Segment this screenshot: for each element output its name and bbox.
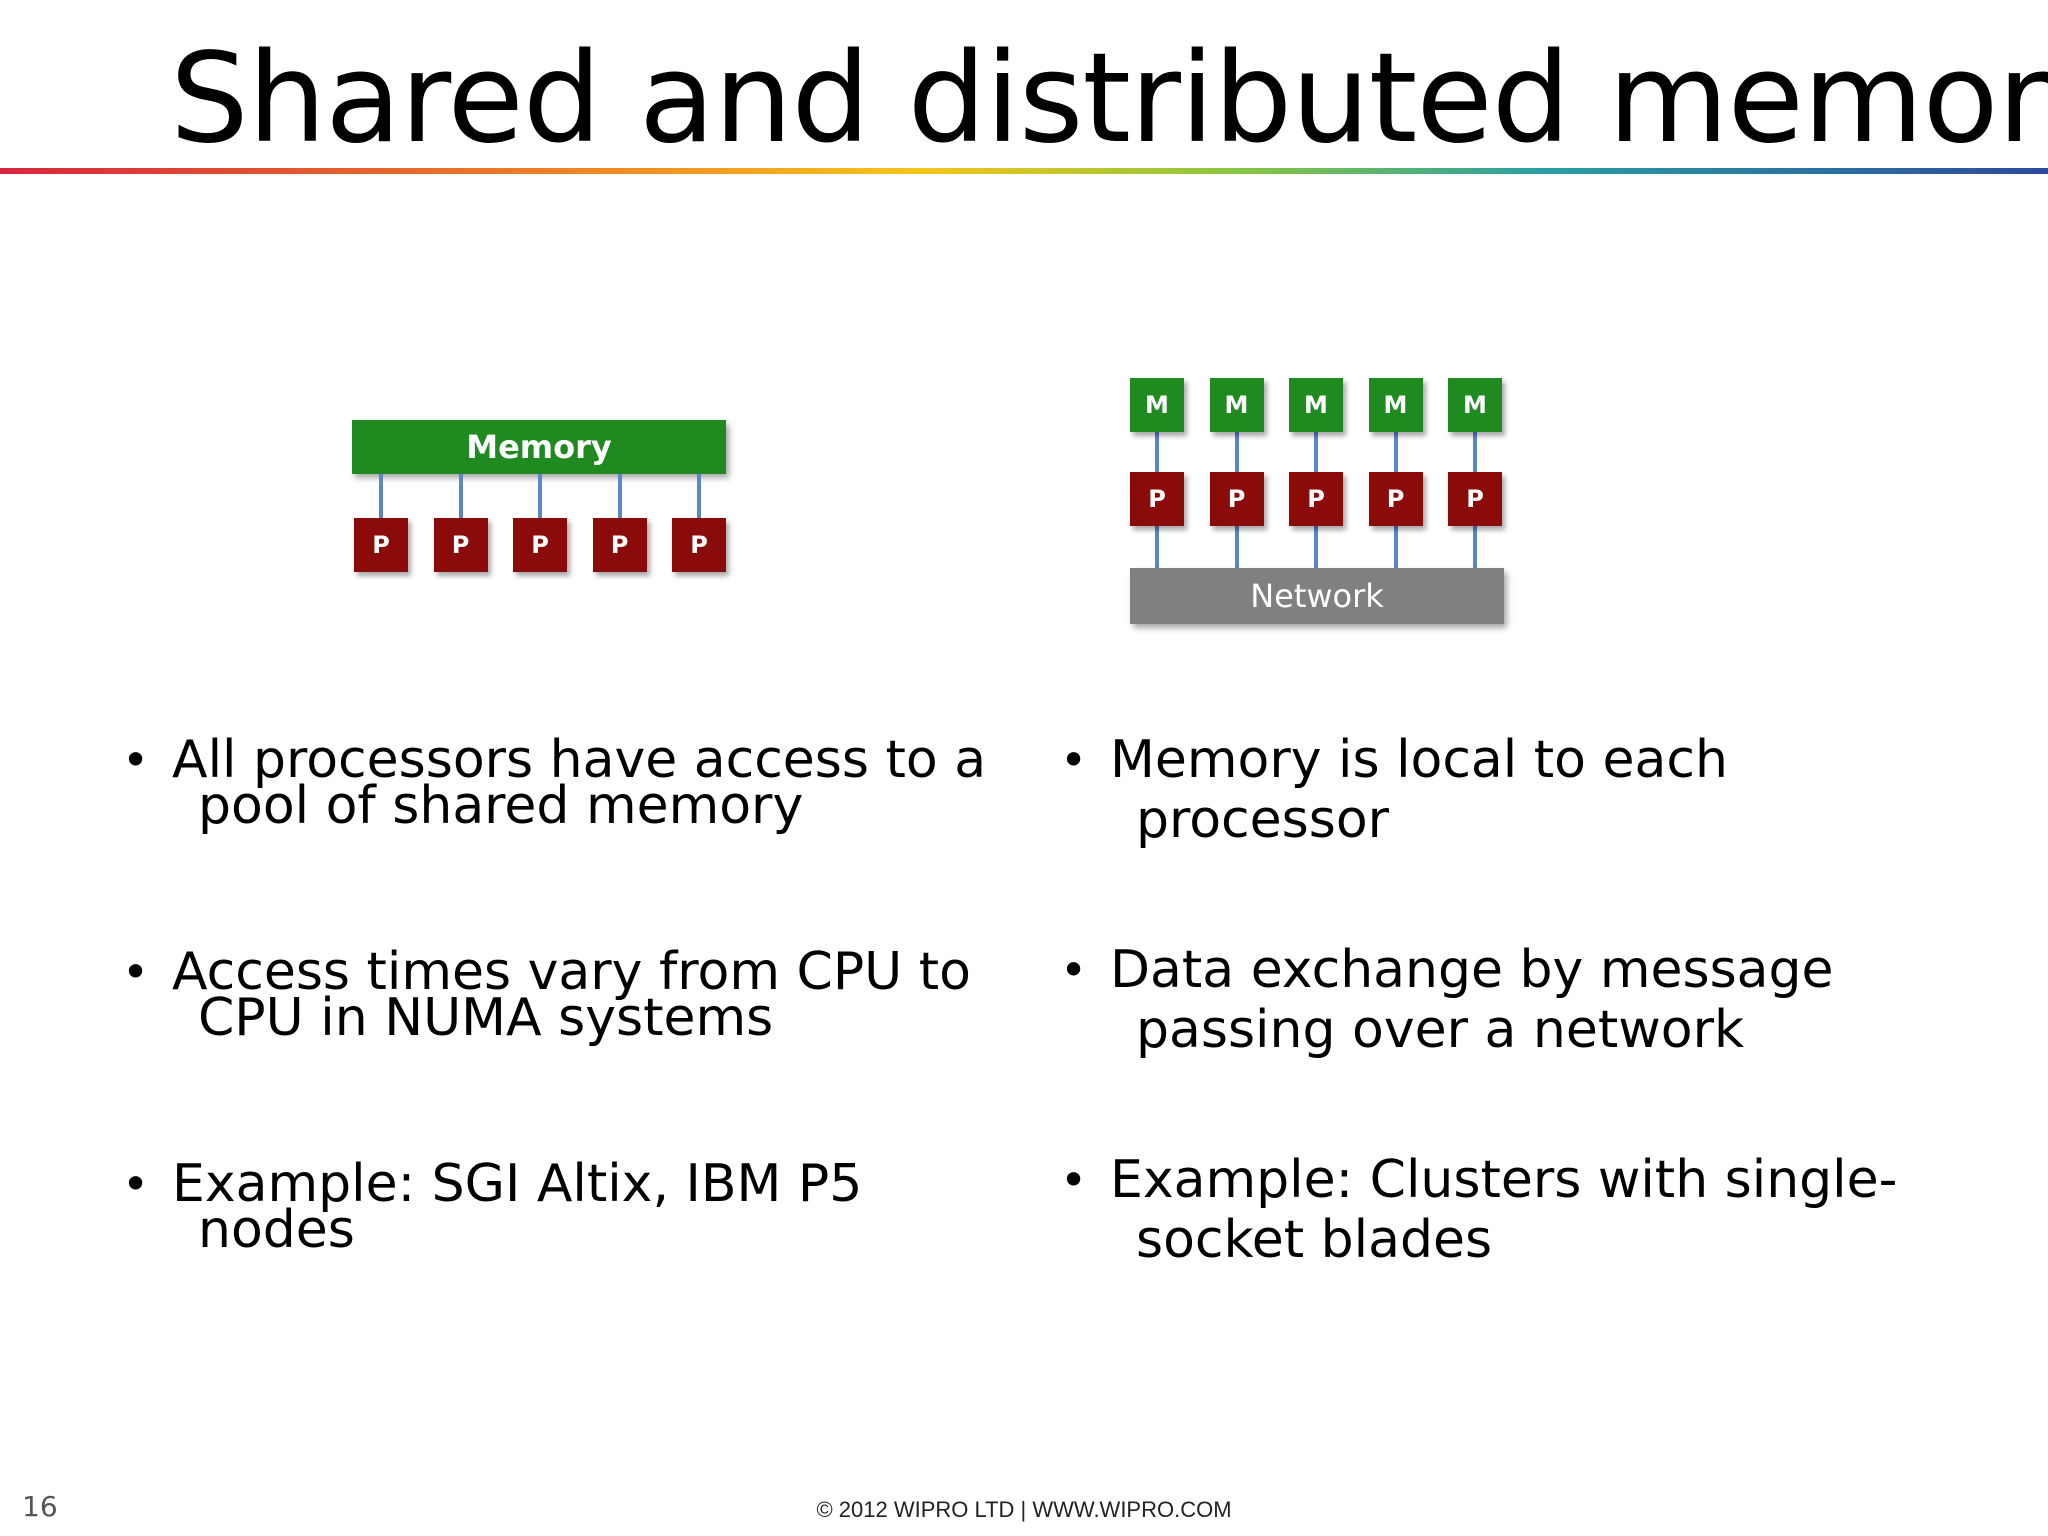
bullet-icon: • (1060, 733, 1088, 787)
list-item: • Data exchange by message passing over … (1060, 940, 1834, 1060)
shared-memory-label: Memory (466, 428, 612, 466)
memory-processor-link (1234, 430, 1239, 472)
processor-node: P (1448, 472, 1502, 526)
shared-memory-link (379, 474, 383, 520)
bullet-icon: • (122, 1157, 150, 1211)
processor-network-link (1473, 526, 1477, 570)
shared-memory-link (617, 474, 622, 520)
shared-memory-link (538, 474, 542, 520)
processor-node: P (1209, 472, 1264, 526)
list-item: • Example: SGI Altix, IBM P5 nodes (122, 1154, 863, 1260)
shared-memory-link (458, 474, 463, 520)
bullet-icon: • (122, 945, 150, 999)
memory-processor-link (1393, 430, 1398, 472)
memory-node: M (1289, 378, 1343, 432)
bullet-icon: • (1060, 1153, 1088, 1207)
memory-processor-link (1314, 430, 1318, 472)
processor-node: P (672, 518, 726, 572)
processor-node: P (1289, 472, 1343, 526)
bullet-icon: • (122, 733, 150, 787)
page-number: 16 (22, 1490, 58, 1523)
processor-network-link (1155, 526, 1159, 570)
memory-processor-link (1155, 430, 1159, 472)
memory-node: M (1209, 378, 1264, 432)
processor-network-link (1234, 526, 1239, 570)
processor-node: P (1130, 472, 1184, 526)
memory-node: M (1130, 378, 1184, 432)
slide-title: Shared and distributed memory (170, 27, 2048, 171)
distributed-memory-bullets: • Memory is local to each processor • Da… (1060, 732, 2020, 1268)
title-divider (0, 168, 2048, 174)
footer-copyright: © 2012 WIPRO LTD | WWW.WIPRO.COM (816, 1497, 1232, 1522)
processor-network-link (1314, 526, 1318, 570)
list-item: • Example: Clusters with single- socket … (1060, 1150, 1898, 1270)
shared-memory-bullets: • All processors have access to a pool o… (122, 732, 1022, 1258)
network-bar: Network (1130, 568, 1504, 624)
list-item: • All processors have access to a pool o… (122, 730, 987, 836)
processor-node: P (1368, 472, 1423, 526)
processor-node: P (433, 518, 488, 572)
processor-node: P (592, 518, 647, 572)
network-label: Network (1250, 577, 1384, 615)
shared-memory-link (697, 474, 701, 520)
memory-node: M (1448, 378, 1502, 432)
memory-processor-link (1473, 430, 1477, 472)
processor-node: P (513, 518, 567, 572)
list-item: • Memory is local to each processor (1060, 730, 1728, 850)
bullet-icon: • (1060, 943, 1088, 997)
list-item: • Access times vary from CPU to CPU in N… (122, 942, 971, 1048)
processor-network-link (1393, 526, 1398, 570)
shared-memory-bar: Memory (352, 420, 726, 474)
processor-node: P (354, 518, 408, 572)
memory-node: M (1368, 378, 1423, 432)
